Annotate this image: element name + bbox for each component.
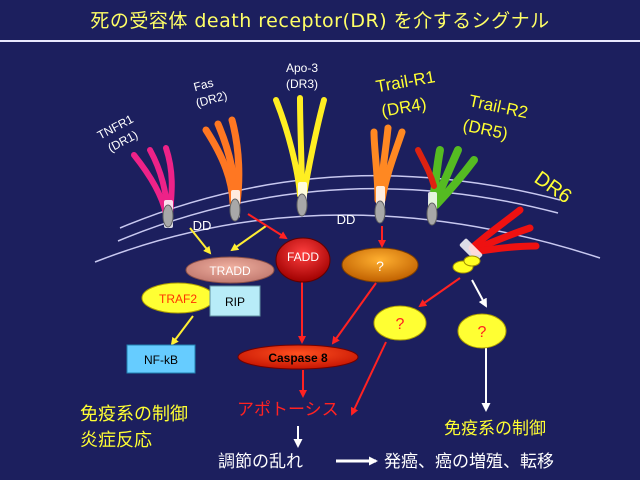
unknown-dr6-left-label: ? xyxy=(396,316,405,333)
unknown-dr6-left-node: ? xyxy=(373,305,427,341)
trail-r2-receptor xyxy=(415,146,478,226)
caspase8-label: Caspase 8 xyxy=(268,351,328,365)
unknown-dr6-right-label: ? xyxy=(478,324,487,341)
trail-r1-receptor xyxy=(370,124,406,224)
apo3-dr: (DR3) xyxy=(286,77,318,91)
trail-r2-dr: (DR5) xyxy=(461,116,509,144)
apoptosis-text: アポトーシス xyxy=(237,400,339,420)
dysregulation-text: 調節の乱れ xyxy=(218,452,303,472)
dr6-receptor xyxy=(452,206,540,274)
unknown-main-label: ? xyxy=(376,258,384,274)
rip-label: RIP xyxy=(225,295,245,309)
tradd-label: TRADD xyxy=(209,264,251,278)
dd-right-label: DD xyxy=(337,212,356,227)
fadd-node: FADD xyxy=(275,237,331,283)
slide-title: 死の受容体 death receptor(DR) を介するシグナル xyxy=(90,10,550,32)
unknown-main-node: ? xyxy=(341,247,419,283)
fas-name: Fas xyxy=(192,76,215,95)
immune-control-text: 免疫系の制御 xyxy=(80,404,188,425)
apo3-receptor xyxy=(273,95,327,217)
cell-membrane xyxy=(94,174,601,263)
tradd-node: TRADD xyxy=(185,256,275,284)
nfkb-node: NF-kB xyxy=(126,344,196,374)
fas-label: Fas (DR2) xyxy=(192,76,229,111)
immune-control-dr6-text: 免疫系の制御 xyxy=(444,419,546,439)
tnfr1-label: TNFR1 (DR1) xyxy=(95,112,140,155)
arrows xyxy=(170,213,491,466)
apo3-name: Apo-3 xyxy=(286,61,318,75)
apo3-label: Apo-3 (DR3) xyxy=(286,61,318,91)
traf2-node: TRAF2 xyxy=(141,282,215,314)
fas-receptor xyxy=(202,116,243,222)
fadd-label: FADD xyxy=(287,250,319,264)
rip-node: RIP xyxy=(209,285,261,317)
trail-r1-name: Trail-R1 xyxy=(374,67,436,96)
traf2-label: TRAF2 xyxy=(159,292,197,306)
nfkb-label: NF-kB xyxy=(144,353,178,367)
caspase8-node: Caspase 8 xyxy=(237,344,359,370)
unknown-dr6-right-node: ? xyxy=(457,313,507,349)
trail-r1-dr: (DR4) xyxy=(380,94,428,121)
dr6-label: DR6 xyxy=(530,167,575,208)
cancer-text: 発癌、癌の増殖、転移 xyxy=(384,452,554,472)
inflammation-text: 炎症反応 xyxy=(80,430,152,451)
dd-left-label: DD xyxy=(193,218,212,233)
tnfr1-receptor xyxy=(131,145,175,228)
trail-r2-label: Trail-R2 (DR5) xyxy=(461,91,529,144)
title-divider xyxy=(0,40,640,42)
trail-r1-label: Trail-R1 (DR4) xyxy=(374,67,436,121)
